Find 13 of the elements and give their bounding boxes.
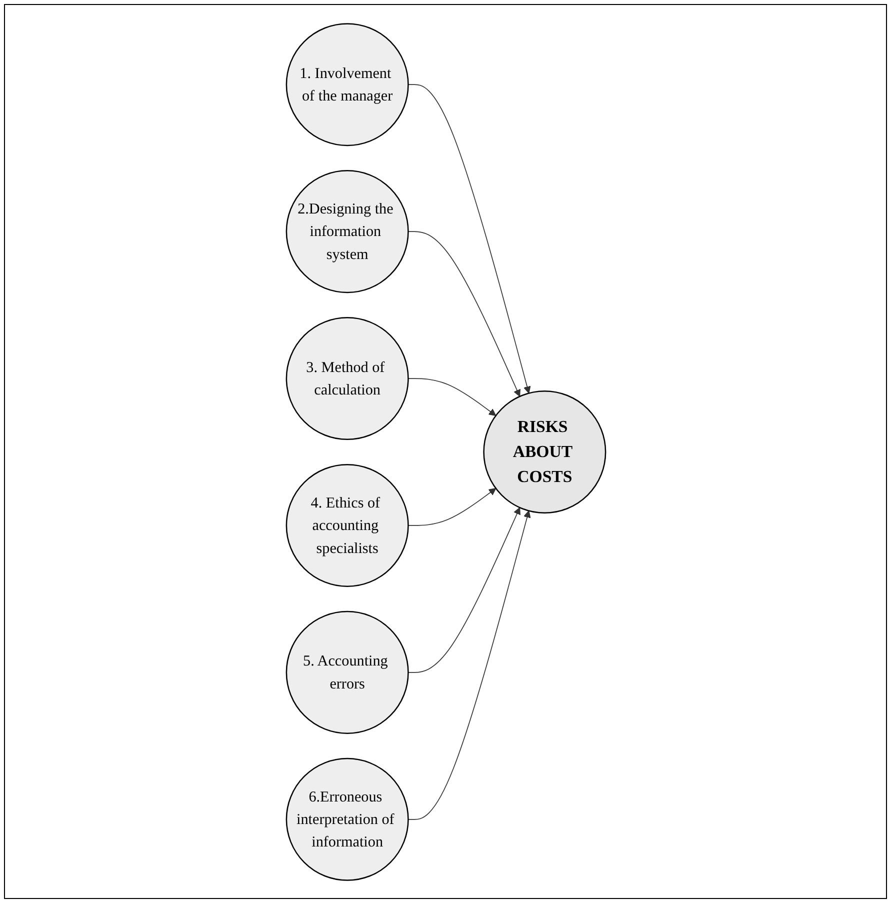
arrow <box>407 506 520 672</box>
node-circle: 6.Erroneous interpretation of information <box>285 757 408 880</box>
node-circle: 3. Method of calculation <box>285 316 408 440</box>
node-circle: 5. Accounting errors <box>285 610 408 734</box>
arrow <box>407 378 496 416</box>
arrow <box>407 84 530 394</box>
node-circle: 2.Designing the information system <box>285 170 408 293</box>
arrow <box>407 510 530 820</box>
arrow <box>407 488 496 526</box>
node-circle: 1. Involvement of the manager <box>285 22 408 146</box>
node-circle: RISKS ABOUT COSTS <box>482 390 606 514</box>
node-circle: 4. Ethics of accounting specialists <box>285 463 408 586</box>
arrow <box>407 230 520 396</box>
